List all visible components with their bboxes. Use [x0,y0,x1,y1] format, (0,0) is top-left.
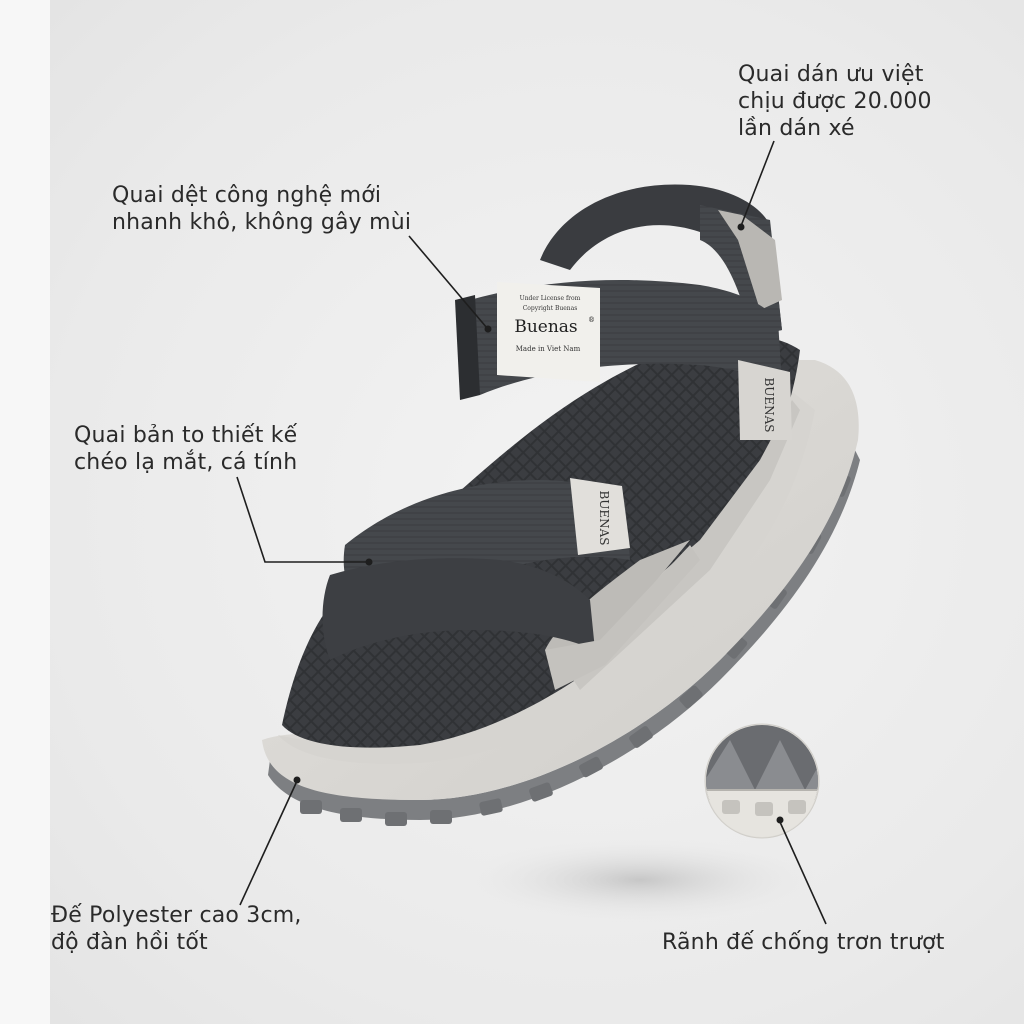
leader-quai-det [408,235,488,329]
leader-quai-dan [740,140,775,227]
callout-de-polyester: Đế Polyester cao 3cm, độ đàn hồi tốt [51,903,302,955]
brand-label-line1: Under License from [520,295,581,302]
upper-side-tag [738,360,792,440]
brand-label-brand: Buenas [514,317,577,337]
suede-under-toe [545,545,700,690]
toe-strap-lower [322,558,595,660]
leader-ranh-de [779,821,827,925]
callout-leaders [236,140,827,925]
leader-quai-ban-to [236,476,367,563]
left-white-strip [0,0,50,1024]
upper-side-tag-text: BUENAS [762,377,776,432]
upper-strap-edge [455,295,480,400]
sole-detail-inset [704,723,820,839]
floor-shadow [460,838,820,922]
brand-label-footer: Made in Viet Nam [516,345,581,353]
sole-lip [278,390,815,764]
leader-de-polyester [239,780,298,906]
brand-label: Under License from Copyright Buenas Buen… [497,282,600,382]
callout-quai-det: Quai dệt công nghệ mới nhanh khô, không … [112,183,412,235]
brand-label-line2: Copyright Buenas [523,305,578,312]
heel-velcro-tab [718,210,782,310]
brand-label-registered: ® [588,316,595,324]
callout-quai-ban-to: Quai bản to thiết kế chéo lạ mắt, cá tín… [74,423,298,475]
callout-ranh-de: Rãnh đế chống trơn trượt [662,930,945,955]
toe-side-tag-text: BUENAS [597,490,611,545]
callout-quai-dan: Quai dán ưu việt chịu được 20.000 lần dá… [738,62,932,141]
toe-side-tag [570,478,630,555]
